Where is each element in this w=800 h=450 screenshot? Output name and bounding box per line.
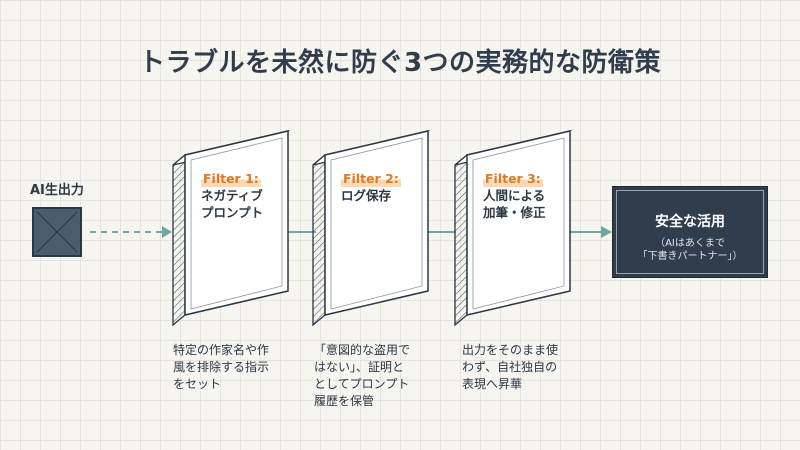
- page-title: トラブルを未然に防ぐ3つの実務的な防衛策: [138, 48, 662, 78]
- filter-2-desc-line-2: はない」、証明と: [314, 360, 405, 374]
- output-note: （AIはあくまで 「下書きパートナー」）: [613, 237, 767, 263]
- filter-1-desc-line-2: 風を排除する指示: [173, 360, 270, 374]
- crossed-box-icon: [32, 207, 82, 257]
- filter-2-name-line-1: ログ保存: [341, 188, 392, 203]
- input-arrow-head: [162, 226, 172, 238]
- filter-2-desc-line-4: 履歴を保管: [314, 394, 375, 408]
- filter-3-desc-line-3: 表現へ昇華: [462, 377, 523, 391]
- filter-3-desc-line-1: 出力をそのまま使: [462, 343, 559, 357]
- output-title: 安全な活用: [655, 214, 725, 230]
- filter-1-number: Filter 1:: [201, 170, 261, 187]
- filter-1-name-line-1: ネガティブ: [201, 188, 263, 203]
- output-note-line-1: （AIはあくまで: [655, 238, 725, 249]
- safe-usage-box: 安全な活用 （AIはあくまで 「下書きパートナー」）: [612, 186, 768, 278]
- filter-2-desc-line-1: 「意図的な盗用で: [314, 343, 411, 357]
- filter-2-description: 「意図的な盗用で はない」、証明と としてプロンプト 履歴を保管: [314, 342, 444, 410]
- filter-3-name-line-1: 人間による: [483, 188, 546, 203]
- filter-3-description: 出力をそのまま使 わず、自社独自の 表現へ昇華: [462, 342, 592, 393]
- filter-panel-1: [172, 129, 291, 327]
- input-label: AI生出力: [30, 183, 84, 198]
- filter-1-label: Filter 1: ネガティブ プロンプト: [201, 170, 263, 221]
- filter-panel-3: [454, 129, 573, 327]
- filter-3-label: Filter 3: 人間による 加筆・修正: [483, 170, 546, 221]
- filter-1-desc-line-1: 特定の作家名や作: [173, 343, 270, 357]
- filter-3-desc-line-2: わず、自社独自の: [462, 360, 558, 374]
- filter-2-label: Filter 2: ログ保存: [341, 170, 401, 204]
- filter-2-number: Filter 2:: [341, 170, 401, 187]
- output-note-line-2: 「下書きパートナー」）: [637, 251, 743, 262]
- filter-1-desc-line-3: をセット: [173, 377, 222, 391]
- filter-2-desc-line-3: としてプロンプト: [314, 377, 410, 391]
- filter-1-name-line-2: プロンプト: [201, 205, 264, 220]
- filter-3-number: Filter 3:: [483, 170, 543, 187]
- filter-3-name-line-2: 加筆・修正: [483, 205, 546, 220]
- output-arrow-head: [601, 226, 612, 238]
- filter-1-description: 特定の作家名や作 風を排除する指示 をセット: [173, 342, 303, 393]
- filter-panel-2: [312, 129, 431, 327]
